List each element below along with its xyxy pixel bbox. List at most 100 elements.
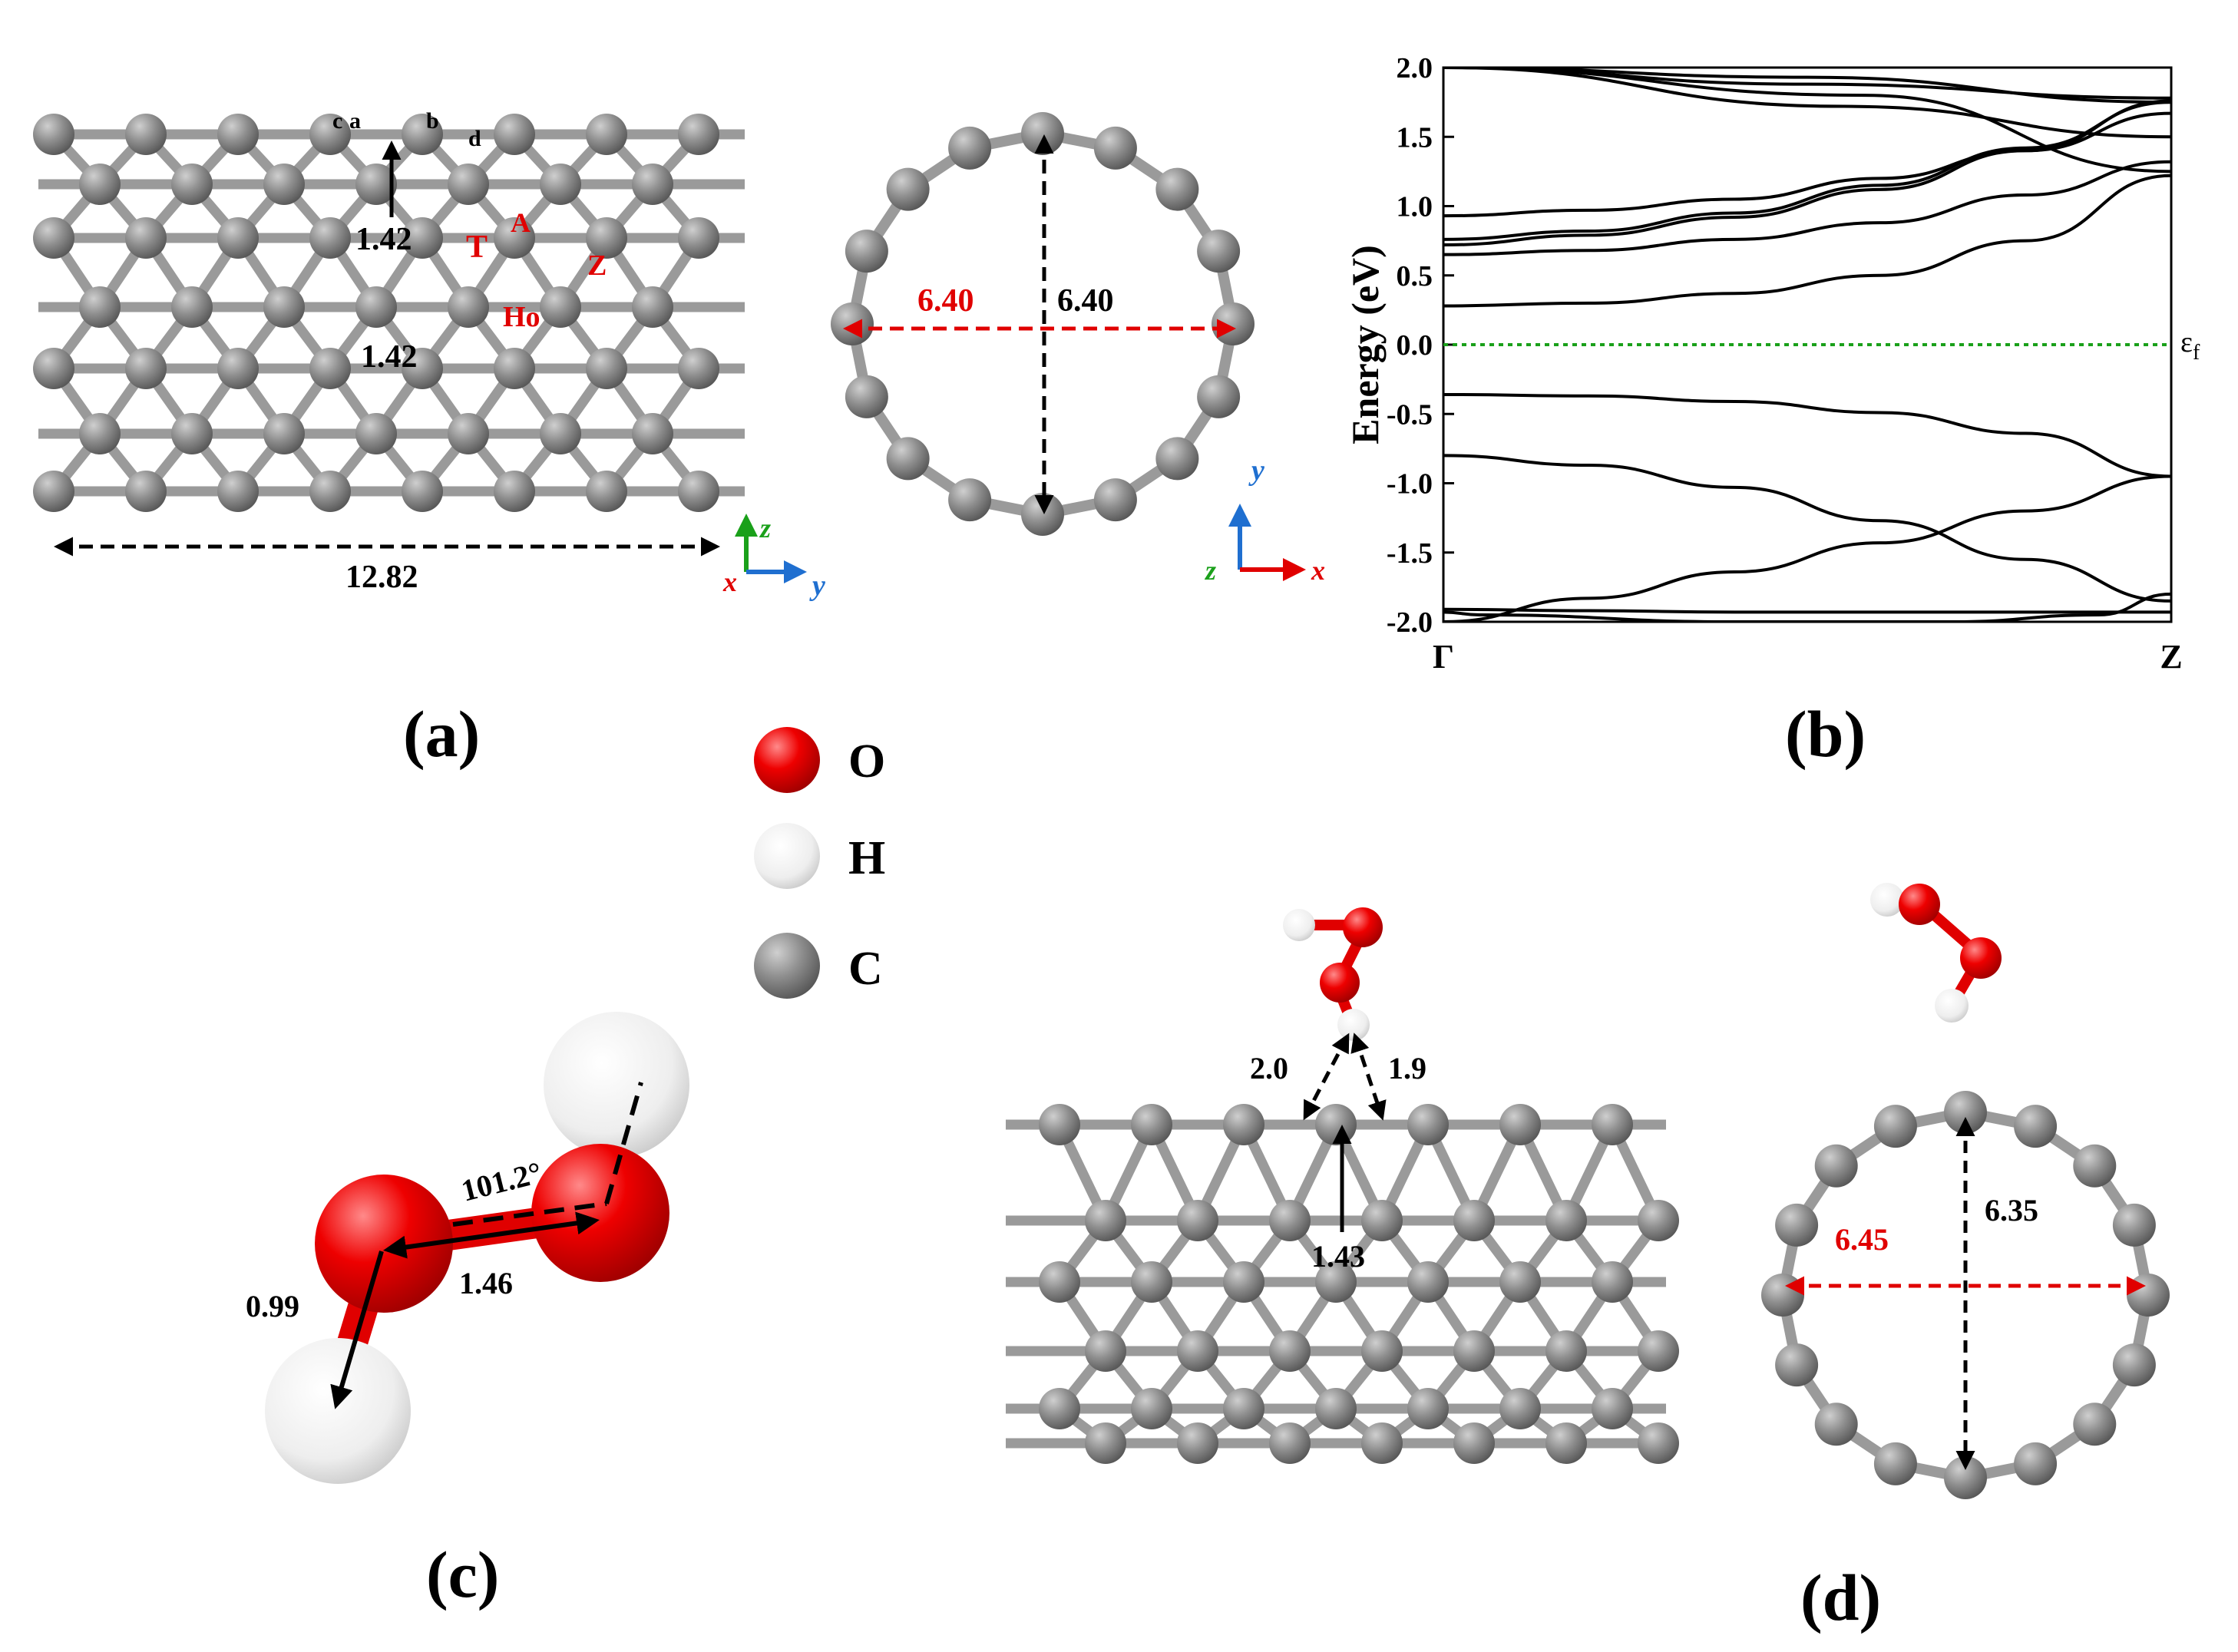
carbon-atom bbox=[886, 167, 930, 211]
carbon-atom bbox=[1638, 1422, 1679, 1464]
carbon-atom bbox=[1453, 1330, 1495, 1372]
carbon-atom bbox=[494, 114, 535, 155]
carbon-atom bbox=[586, 114, 627, 155]
carbon-atom bbox=[540, 164, 581, 205]
site-label-T: T bbox=[466, 230, 488, 265]
carbon-atom bbox=[1592, 1261, 1633, 1303]
carbon-atom bbox=[1177, 1330, 1218, 1372]
fermi-label: εf bbox=[2180, 326, 2200, 365]
oo-bond-arrow bbox=[383, 1211, 600, 1259]
site-label-Z: Z bbox=[587, 249, 607, 282]
carbon-atom bbox=[1361, 1330, 1403, 1372]
y-tick-label: -0.5 bbox=[1387, 398, 1433, 431]
carbon-atom bbox=[1223, 1104, 1264, 1145]
carbon-atom bbox=[1223, 1388, 1264, 1429]
carbon-atom bbox=[1021, 493, 1064, 536]
carbon-atom bbox=[845, 375, 888, 418]
y-ticks: 2.01.51.00.50.0-0.5-1.0-1.5-2.0 bbox=[1387, 52, 1454, 639]
carbon-atom bbox=[1545, 1422, 1587, 1464]
carbon-atom bbox=[1499, 1261, 1541, 1303]
panel-d-annotations: 2.0 1.9 1.43 bbox=[1250, 1032, 1426, 1274]
carbon-atom bbox=[948, 478, 992, 522]
y-tick-label: -1.0 bbox=[1387, 468, 1433, 501]
diam-x-label-a: 6.40 bbox=[917, 283, 974, 319]
carbon-atom bbox=[125, 217, 167, 259]
carbon-atom bbox=[217, 217, 259, 259]
h2o2-molecule-c: 101.2° 1.46 0.99 bbox=[246, 1012, 689, 1484]
legend-swatch-C bbox=[754, 933, 820, 999]
carbon-atom bbox=[1085, 1330, 1126, 1372]
diam-y-label-a: 6.40 bbox=[1057, 283, 1114, 319]
carbon-atom bbox=[494, 217, 535, 259]
site-label-A: A bbox=[511, 207, 531, 238]
carbon-atom bbox=[1269, 1200, 1311, 1241]
legend-label-C: C bbox=[848, 943, 883, 995]
band-line-5 bbox=[1443, 101, 2171, 241]
carbon-atom bbox=[171, 413, 213, 454]
hydrogen-atom-bottom bbox=[265, 1338, 411, 1484]
carbon-atom bbox=[1499, 1388, 1541, 1429]
carbon-atom bbox=[125, 348, 167, 389]
carbon-atom bbox=[632, 164, 673, 205]
carbon-atom bbox=[125, 114, 167, 155]
y-tick-label: -2.0 bbox=[1387, 606, 1433, 639]
axis-label-x-end: x bbox=[1311, 555, 1325, 586]
carbon-atom bbox=[1155, 167, 1199, 211]
carbon-atom bbox=[1315, 1261, 1357, 1303]
panel-label-d: (d) bbox=[1800, 1561, 1881, 1634]
nanotube-end-view-a bbox=[831, 112, 1255, 536]
bond-label-mid: 1.42 bbox=[361, 339, 418, 375]
diam-y-label-d: 6.35 bbox=[1985, 1193, 2038, 1227]
site-label-Ho: Ho bbox=[503, 301, 540, 333]
carbon-atom bbox=[678, 114, 719, 155]
carbon-atom bbox=[1039, 1388, 1080, 1429]
carbon-atom bbox=[1775, 1343, 1819, 1387]
carbon-atom bbox=[1944, 1456, 1987, 1499]
band-line-3 bbox=[1443, 68, 2171, 173]
y-tick-label: 2.0 bbox=[1397, 52, 1433, 84]
carbon-atom bbox=[494, 471, 535, 512]
carbon-atom bbox=[355, 286, 397, 328]
carbon-atom bbox=[1499, 1104, 1541, 1145]
carbon-atom bbox=[678, 217, 719, 259]
panel-a-annotations: c a b d 1.42 1.42 T A Z Ho 12.82 bbox=[54, 108, 720, 595]
carbon-atom bbox=[1814, 1403, 1858, 1446]
distance-label-right: 1.9 bbox=[1388, 1051, 1426, 1085]
carbon-atom bbox=[632, 413, 673, 454]
band-curves bbox=[1443, 68, 2171, 622]
axis-label-z: z bbox=[759, 513, 771, 544]
carbon-atom bbox=[1197, 230, 1241, 273]
carbon-atom bbox=[586, 217, 627, 259]
band-line-1 bbox=[1443, 68, 2171, 104]
diam-x-label-d: 6.45 bbox=[1835, 1222, 1889, 1257]
carbon-atom bbox=[1814, 1144, 1858, 1188]
cc-bond-label: 1.43 bbox=[1311, 1239, 1365, 1274]
carbon-atom bbox=[355, 164, 397, 205]
carbon-atom bbox=[79, 413, 121, 454]
carbon-atom bbox=[33, 471, 74, 512]
axis-label-z-end: z bbox=[1204, 555, 1216, 586]
carbon-atom bbox=[1197, 375, 1241, 418]
carbon-atom bbox=[1177, 1422, 1218, 1464]
carbon-atom bbox=[2127, 1274, 2170, 1317]
carbon-atom bbox=[1223, 1261, 1264, 1303]
carbon-atom bbox=[402, 217, 443, 259]
y-tick-label: 1.0 bbox=[1397, 191, 1433, 223]
carbon-atom bbox=[1315, 1388, 1357, 1429]
carbon-atom bbox=[1131, 1388, 1172, 1429]
carbon-atom bbox=[448, 164, 489, 205]
band-line-11 bbox=[1443, 474, 2171, 622]
length-label: 12.82 bbox=[345, 560, 418, 595]
axis-label-x: x bbox=[722, 567, 737, 597]
carbon-atom bbox=[402, 114, 443, 155]
legend-swatch-O bbox=[754, 727, 820, 793]
carbon-atom bbox=[2112, 1203, 2156, 1247]
carbon-atom bbox=[1873, 1105, 1917, 1148]
carbon-atom bbox=[79, 164, 121, 205]
band-line-10 bbox=[1443, 454, 2171, 603]
panel-label-b: (b) bbox=[1785, 697, 1866, 771]
carbon-atom bbox=[2073, 1403, 2117, 1446]
carbon-atom bbox=[1085, 1200, 1126, 1241]
